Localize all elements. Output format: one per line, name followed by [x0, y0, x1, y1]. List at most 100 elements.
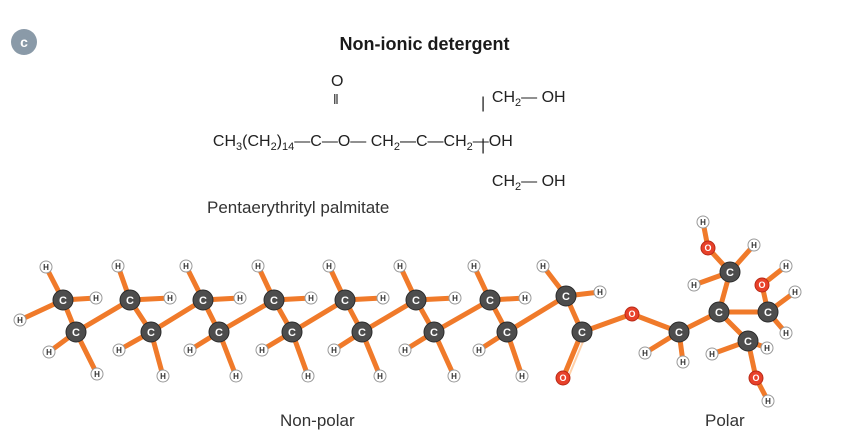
- svg-text:C: C: [215, 327, 223, 339]
- bond: [431, 297, 493, 335]
- carbon-atom: C: [479, 289, 501, 311]
- svg-text:O: O: [704, 243, 711, 253]
- bond: [504, 293, 569, 335]
- vertical-bond-top: |: [481, 95, 486, 112]
- hydrogen-atom: H: [156, 369, 170, 383]
- carbon-atom: C: [668, 321, 690, 343]
- oxygen-atom: O: [700, 240, 716, 256]
- svg-text:C: C: [675, 327, 683, 339]
- svg-text:H: H: [792, 288, 798, 297]
- svg-text:H: H: [751, 241, 757, 250]
- carbon-atom: C: [52, 289, 74, 311]
- carbon-atom: C: [119, 289, 141, 311]
- svg-text:C: C: [341, 295, 349, 307]
- svg-text:H: H: [160, 372, 166, 381]
- hydrogen-atom: H: [42, 345, 56, 359]
- hydrogen-atom: H: [467, 259, 481, 273]
- svg-text:H: H: [471, 262, 477, 271]
- hydrogen-atom: H: [788, 285, 802, 299]
- double-bond-symbol: ‖: [333, 91, 339, 107]
- main-chain-formula: CH3(CH2)14—C—O— CH2—C—CH2—OH: [212, 133, 513, 153]
- carbon-atom: C: [351, 321, 373, 343]
- svg-text:C: C: [199, 295, 207, 307]
- svg-text:H: H: [700, 218, 706, 227]
- svg-text:H: H: [691, 281, 697, 290]
- oxygen-atom: O: [748, 370, 764, 386]
- svg-text:C: C: [72, 327, 80, 339]
- hydrogen-atom: H: [376, 291, 390, 305]
- svg-text:H: H: [259, 346, 265, 355]
- hydrogen-atom: H: [447, 369, 461, 383]
- hydrogen-atom: H: [638, 346, 652, 360]
- hydrogen-atom: H: [747, 238, 761, 252]
- hydrogen-atom: H: [779, 326, 793, 340]
- hydrogen-atom: H: [301, 369, 315, 383]
- hydrogen-atom: H: [705, 347, 719, 361]
- hydrogen-atom: H: [515, 369, 529, 383]
- carbon-atom: C: [405, 289, 427, 311]
- bond: [216, 297, 277, 335]
- svg-text:C: C: [503, 327, 511, 339]
- svg-text:H: H: [680, 358, 686, 367]
- svg-text:H: H: [522, 294, 528, 303]
- svg-text:H: H: [94, 370, 100, 379]
- hydrogen-atom: H: [89, 291, 103, 305]
- hydrogen-atom: H: [39, 260, 53, 274]
- svg-text:H: H: [476, 346, 482, 355]
- hydrogen-atom: H: [373, 369, 387, 383]
- hydrogen-atom: H: [536, 259, 550, 273]
- svg-text:H: H: [764, 344, 770, 353]
- carbon-atom: C: [423, 321, 445, 343]
- carbon-atom: C: [334, 289, 356, 311]
- hydrogen-atom: H: [760, 341, 774, 355]
- svg-text:H: H: [43, 263, 49, 272]
- svg-text:H: H: [237, 294, 243, 303]
- svg-text:H: H: [642, 349, 648, 358]
- svg-text:H: H: [519, 372, 525, 381]
- svg-text:H: H: [709, 350, 715, 359]
- svg-text:C: C: [412, 295, 420, 307]
- svg-text:H: H: [331, 346, 337, 355]
- hydrogen-atom: H: [398, 343, 412, 357]
- hydrogen-atom: H: [183, 343, 197, 357]
- hydrogen-atom: H: [251, 259, 265, 273]
- svg-text:H: H: [93, 294, 99, 303]
- svg-text:H: H: [233, 372, 239, 381]
- svg-text:H: H: [17, 316, 23, 325]
- carbon-atom: C: [571, 321, 593, 343]
- hydrogen-atom: H: [761, 394, 775, 408]
- svg-text:C: C: [726, 267, 734, 279]
- svg-text:H: H: [187, 346, 193, 355]
- carbon-atom: C: [65, 321, 87, 343]
- svg-text:H: H: [377, 372, 383, 381]
- svg-text:H: H: [597, 288, 603, 297]
- carbon-atom: C: [281, 321, 303, 343]
- svg-text:O: O: [628, 309, 635, 319]
- svg-text:C: C: [126, 295, 134, 307]
- carbon-atom: C: [737, 330, 759, 352]
- polar-label: Polar: [705, 411, 745, 430]
- hydrogen-atom: H: [233, 291, 247, 305]
- hydrogen-atom: H: [687, 278, 701, 292]
- svg-text:C: C: [147, 327, 155, 339]
- svg-text:H: H: [115, 262, 121, 271]
- oxygen-atom: O: [754, 277, 770, 293]
- oxygen-atom: O: [555, 370, 571, 386]
- hydrogen-atom: H: [518, 291, 532, 305]
- nonpolar-label: Non-polar: [280, 411, 355, 430]
- svg-text:H: H: [397, 262, 403, 271]
- svg-text:C: C: [59, 295, 67, 307]
- svg-text:H: H: [452, 294, 458, 303]
- svg-text:H: H: [326, 262, 332, 271]
- hydrogen-atom: H: [111, 259, 125, 273]
- hydrogen-atom: H: [327, 343, 341, 357]
- svg-text:H: H: [46, 348, 52, 357]
- bottom-branch: CH2— OH: [491, 173, 566, 193]
- svg-text:C: C: [288, 327, 296, 339]
- carbon-atom: C: [263, 289, 285, 311]
- svg-text:H: H: [783, 262, 789, 271]
- hydrogen-atom: H: [229, 369, 243, 383]
- panel-label-badge: c: [11, 29, 37, 55]
- hydrogen-atom: H: [322, 259, 336, 273]
